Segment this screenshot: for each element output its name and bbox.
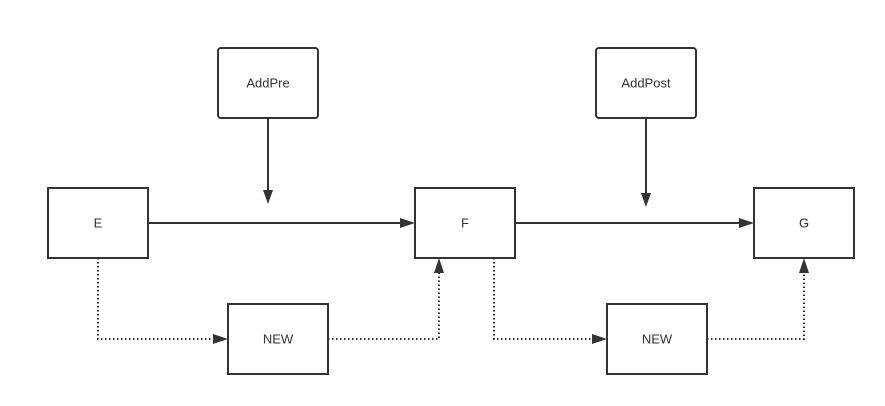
arrow-new-1-to-f <box>328 258 444 340</box>
arrow-f-to-g <box>515 218 754 228</box>
node-new-1: NEW <box>227 303 329 375</box>
node-addpre-label: AddPre <box>246 76 289 91</box>
arrow-addpre-down <box>263 118 273 204</box>
node-new-2: NEW <box>606 303 708 375</box>
node-f-label: F <box>461 216 469 231</box>
node-g-label: G <box>799 216 809 231</box>
node-new-1-label: NEW <box>263 332 294 347</box>
node-f: F <box>414 187 516 259</box>
arrow-f-to-new-2 <box>493 258 607 344</box>
node-g: G <box>753 187 855 259</box>
arrow-e-to-new-1 <box>97 258 228 344</box>
node-addpost: AddPost <box>595 47 697 119</box>
node-e: E <box>47 187 149 259</box>
arrow-addpost-down <box>641 118 651 207</box>
node-addpost-label: AddPost <box>621 76 671 91</box>
node-e-label: E <box>94 216 103 231</box>
node-addpre: AddPre <box>217 47 319 119</box>
arrow-new-2-to-g <box>707 258 809 340</box>
arrow-e-to-f <box>148 218 415 228</box>
node-new-2-label: NEW <box>642 332 673 347</box>
